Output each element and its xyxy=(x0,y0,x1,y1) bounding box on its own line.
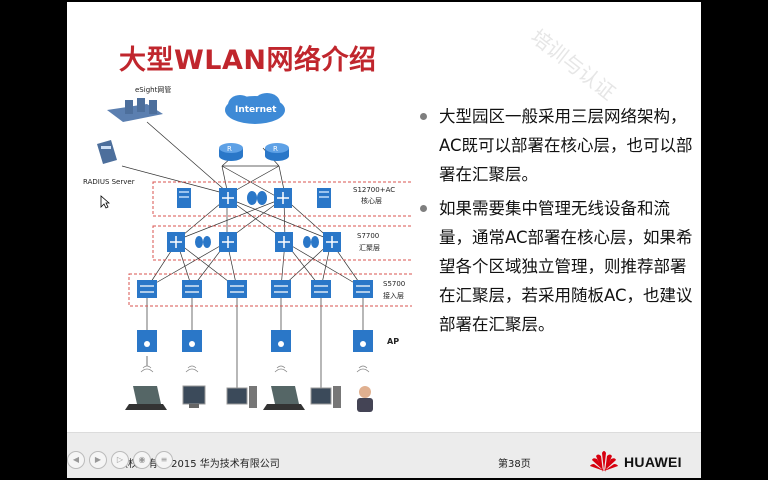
access-switch-icon xyxy=(182,280,202,298)
prev-icon[interactable]: ◀ xyxy=(67,451,85,469)
wifi-signal-icon xyxy=(140,365,370,373)
desktop-icon xyxy=(310,386,341,408)
radius-label: RADIUS Server xyxy=(83,178,135,186)
aggregation-switch-icon xyxy=(275,232,293,252)
core-firewall-icon xyxy=(317,188,331,208)
core-layer-label: 核心层 xyxy=(361,196,382,205)
play-icon[interactable]: ▶ xyxy=(89,451,107,469)
esight-server-icon xyxy=(107,98,163,122)
access-switch-icon xyxy=(271,280,291,298)
access-point-icon xyxy=(137,330,157,352)
next-icon[interactable]: ▷ xyxy=(111,451,129,469)
desktop-icon xyxy=(182,385,206,408)
radius-server-icon xyxy=(97,140,117,164)
bullet-dot-icon xyxy=(420,205,427,212)
huawei-logo: HUAWEI xyxy=(588,447,698,475)
network-diagram: eSight网管 Internet R R RADIUS Server xyxy=(83,85,412,412)
ac-module-icon xyxy=(195,236,211,248)
core-firewall-icon xyxy=(177,188,191,208)
svg-text:培训与认证: 培训与认证 xyxy=(526,24,620,104)
bullet-text: 大型园区一般采用三层网络架构，AC既可以部署在核心层，也可以部署在汇聚层。 xyxy=(439,107,693,184)
core-model-label: S12700+AC xyxy=(353,186,395,194)
slide-footer: 版权所有© 2015 华为技术有限公司 第38页 HUAWEI xyxy=(67,432,701,478)
desktop-icon xyxy=(226,386,257,408)
access-layer-frame xyxy=(128,273,412,307)
access-switch-icon xyxy=(137,280,157,298)
access-switch-icon xyxy=(311,280,331,298)
bullet-item: 大型园区一般采用三层网络架构，AC既可以部署在核心层，也可以部署在汇聚层。 xyxy=(417,102,697,189)
aggregation-layer-label: 汇聚层 xyxy=(359,244,380,252)
mobile-user-icon xyxy=(357,386,373,412)
ac-module-icon xyxy=(247,191,267,205)
record-icon[interactable]: ◉ xyxy=(133,451,151,469)
bullet-list: 大型园区一般采用三层网络架构，AC既可以部署在核心层，也可以部署在汇聚层。 如果… xyxy=(417,102,697,344)
access-switch-icon xyxy=(227,280,247,298)
aggregation-switch-icon xyxy=(323,232,341,252)
core-switch-icon xyxy=(219,188,237,208)
core-layer-frame xyxy=(152,181,412,217)
aggregation-model-label: S7700 xyxy=(357,232,379,240)
access-model-label: S5700 xyxy=(383,280,405,288)
access-layer-label: 接入层 xyxy=(383,291,404,300)
access-point-icon xyxy=(182,330,202,352)
svg-text:R: R xyxy=(273,145,278,153)
bullet-text: 如果需要集中管理无线设备和流量，通常AC部署在核心层，如果希望各个区域独立管理，… xyxy=(439,199,693,334)
laptop-icon xyxy=(263,386,305,410)
internet-label: Internet xyxy=(235,105,277,115)
access-switch-icon xyxy=(353,280,373,298)
router-icon: R xyxy=(219,143,243,161)
core-switch-icon xyxy=(274,188,292,208)
brand-name: HUAWEI xyxy=(624,454,682,470)
esight-label: eSight网管 xyxy=(135,85,171,94)
huawei-petal-icon xyxy=(590,451,618,472)
access-point-icon xyxy=(353,330,373,352)
svg-text:R: R xyxy=(227,145,232,153)
menu-icon[interactable]: ≡ xyxy=(155,451,173,469)
aggregation-switch-icon xyxy=(167,232,185,252)
copyright-text: 版权所有© 2015 华为技术有限公司 xyxy=(118,459,280,470)
bullet-dot-icon xyxy=(420,113,427,120)
aggregation-layer-frame xyxy=(152,225,412,261)
ap-label: AP xyxy=(387,337,399,346)
laptop-icon xyxy=(125,386,167,410)
router-icon: R xyxy=(265,143,289,161)
aggregation-switch-icon xyxy=(219,232,237,252)
internet-cloud-icon xyxy=(225,93,285,124)
slideshow-controls: ◀ ▶ ▷ ◉ ≡ xyxy=(67,451,173,469)
page-number: 第38页 xyxy=(498,459,531,470)
slide-title: 大型WLAN网络介绍 xyxy=(119,45,377,76)
bullet-item: 如果需要集中管理无线设备和流量，通常AC部署在核心层，如果希望各个区域独立管理，… xyxy=(417,194,697,339)
ac-module-icon xyxy=(303,236,319,248)
slide: 培训与认证 大型WLAN网络介绍 xyxy=(67,2,701,478)
access-point-icon xyxy=(271,330,291,352)
mouse-cursor-icon xyxy=(100,195,110,209)
